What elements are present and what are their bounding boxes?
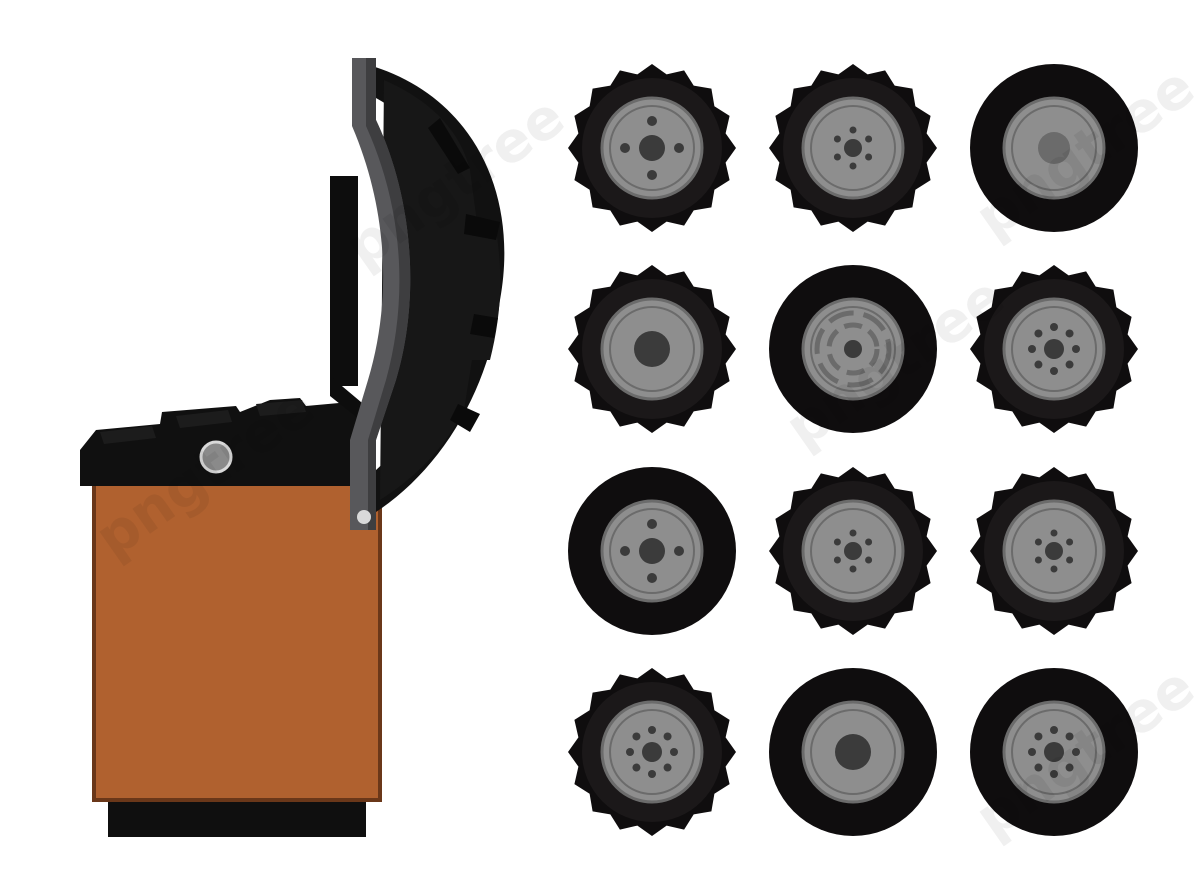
lug-nut (674, 143, 684, 153)
lug-nut (1065, 360, 1074, 369)
lug-nut (1034, 538, 1042, 546)
lug-nut (670, 748, 678, 756)
hub (844, 542, 862, 560)
machine-post (330, 176, 358, 386)
lug-nut (1050, 367, 1058, 375)
lug-nut (648, 770, 656, 778)
lug-nut (1066, 538, 1074, 546)
wheel-smooth-tread (970, 64, 1138, 232)
lug-nut (849, 529, 857, 537)
hub (1045, 542, 1063, 560)
lug-nut (849, 565, 857, 573)
lug-nut (647, 116, 657, 126)
wheel-lug-tread (568, 265, 736, 433)
lug-nut (833, 538, 841, 546)
lug-nut (648, 726, 656, 734)
rim-slots (826, 322, 880, 376)
hub (634, 331, 670, 367)
wheel-lug-tread (769, 467, 937, 635)
lug-nut (663, 732, 672, 741)
lug-nut (663, 763, 672, 772)
lug-nut (849, 162, 857, 170)
lug-nut (865, 135, 873, 143)
hub (844, 139, 862, 157)
lug-nut (620, 546, 630, 556)
lug-nut (1034, 732, 1043, 741)
mounted-tire (372, 66, 505, 512)
lug-nut (833, 153, 841, 161)
rim-slots-outer (814, 310, 892, 388)
machine-top-deck (80, 398, 372, 486)
lug-nut (1050, 726, 1058, 734)
arm-pivot (357, 510, 371, 524)
lug-nut (1028, 345, 1036, 353)
hub (639, 538, 665, 564)
lug-nut (647, 170, 657, 180)
lug-nut (1050, 529, 1058, 537)
lug-nut (1028, 748, 1036, 756)
lug-nut (1034, 329, 1043, 338)
machine-cabinet (92, 480, 382, 802)
lug-nut (647, 519, 657, 529)
hub (1044, 339, 1064, 359)
wheel-lug-tread (970, 265, 1138, 433)
wheel-lug-tread (568, 668, 736, 836)
lug-nut (1050, 565, 1058, 573)
lug-nut (1034, 763, 1043, 772)
tire-changer-machine (80, 58, 505, 837)
lug-nut (865, 538, 873, 546)
wheel-lug-tread (970, 467, 1138, 635)
lug-nut (1066, 556, 1074, 564)
lug-nut (833, 556, 841, 564)
machine-arm (350, 58, 411, 530)
lug-nut (833, 135, 841, 143)
wheel-smooth-tread (769, 668, 937, 836)
lug-nut (1065, 763, 1074, 772)
lug-nut (632, 763, 641, 772)
wheel-lug-tread (568, 64, 736, 232)
hub (639, 135, 665, 161)
hub (844, 340, 862, 358)
machine-button (199, 440, 233, 474)
lug-nut (620, 143, 630, 153)
lug-nut (1034, 556, 1042, 564)
lug-nut (632, 732, 641, 741)
wheel-grid (568, 64, 1138, 836)
hub (1038, 132, 1070, 164)
wheel-smooth-tread (568, 467, 736, 635)
lug-nut (1065, 329, 1074, 338)
hub (835, 734, 871, 770)
lug-nut (1065, 732, 1074, 741)
wheel-lug-tread (769, 64, 937, 232)
hub (642, 742, 662, 762)
lug-nut (865, 153, 873, 161)
lug-nut (1072, 748, 1080, 756)
lug-nut (647, 573, 657, 583)
lug-nut (1034, 360, 1043, 369)
hub (1044, 742, 1064, 762)
lug-nut (1050, 323, 1058, 331)
lug-nut (865, 556, 873, 564)
lug-nut (1072, 345, 1080, 353)
lug-nut (849, 126, 857, 134)
lug-nut (626, 748, 634, 756)
wheel-smooth-tread (769, 265, 937, 433)
lug-nut (674, 546, 684, 556)
lug-nut (1050, 770, 1058, 778)
wheel-smooth-tread (970, 668, 1138, 836)
